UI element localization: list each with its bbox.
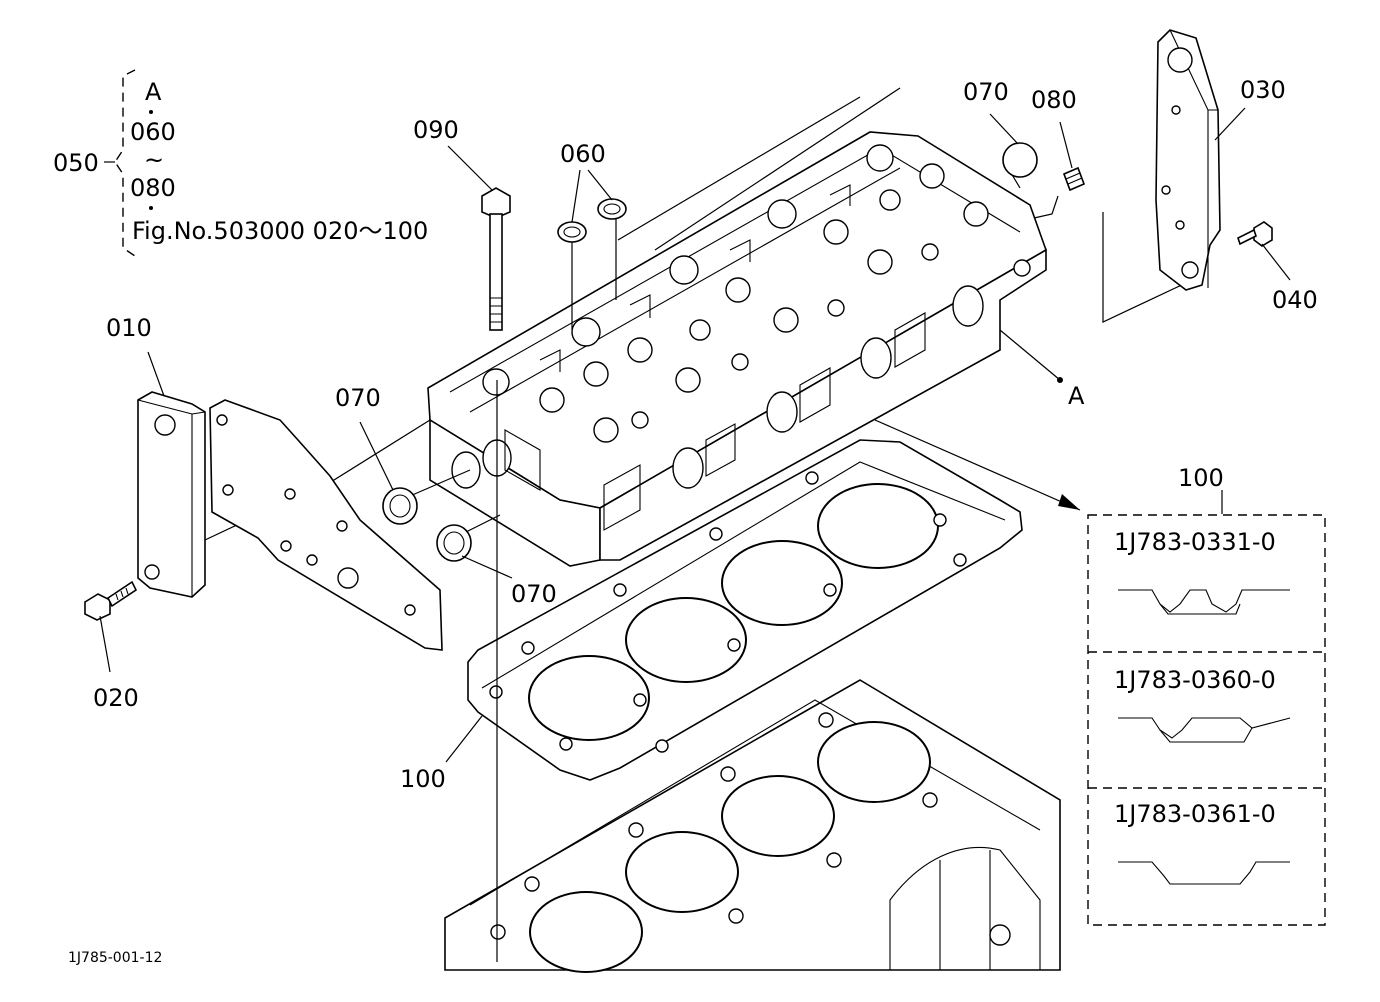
legend-line-060: 060 — [130, 118, 176, 146]
callout-070-bottom[interactable]: 070 — [511, 580, 557, 608]
variant-part-no-2[interactable]: 1J783-0360-0 — [1114, 666, 1276, 694]
leader-lines — [99, 107, 1291, 763]
callout-040[interactable]: 040 — [1272, 286, 1318, 314]
legend-line-080: 080 — [130, 174, 176, 202]
variant-profile-1 — [1118, 589, 1290, 613]
callout-060[interactable]: 060 — [560, 140, 606, 168]
legend-brace: 050 A 060 ~ 080 Fig.No.503000 020～100 — [53, 69, 428, 257]
head-gasket — [467, 439, 1023, 781]
cylinder-block — [444, 679, 1061, 973]
legend-line-a: A — [145, 78, 162, 106]
variant-part-no-1[interactable]: 1J783-0331-0 — [1114, 528, 1276, 556]
callout-090[interactable]: 090 — [413, 116, 459, 144]
gasket-variant-table: 100 1J783-0331-0 1J783-0360-0 1J783-0361… — [1087, 464, 1326, 926]
callout-010[interactable]: 010 — [106, 314, 152, 342]
plugs-070 — [382, 142, 1038, 562]
cylinder-head — [427, 131, 1047, 567]
plate-030 — [1155, 29, 1221, 291]
bolt-020 — [84, 580, 138, 621]
variant-part-no-3[interactable]: 1J783-0361-0 — [1114, 800, 1276, 828]
variant-profile-2 — [1118, 717, 1291, 739]
bolt-090 — [481, 187, 511, 331]
callout-070-top[interactable]: 070 — [963, 78, 1009, 106]
plug-080 — [1062, 166, 1086, 192]
variant-table-label: 100 — [1178, 464, 1224, 492]
plate-010 — [137, 391, 206, 598]
seals-060 — [557, 198, 627, 243]
callout-030[interactable]: 030 — [1240, 76, 1286, 104]
legend-group-label: 050 — [53, 149, 99, 177]
variant-profile-3 — [1118, 861, 1290, 885]
hanger-bracket — [209, 399, 443, 651]
callout-020[interactable]: 020 — [93, 684, 139, 712]
legend-line-tilde: ~ — [144, 146, 164, 174]
callout-100-gasket[interactable]: 100 — [400, 765, 446, 793]
legend-line-figref: Fig.No.503000 020～100 — [132, 217, 428, 245]
bolt-040 — [1237, 221, 1273, 247]
callout-070-left[interactable]: 070 — [335, 384, 381, 412]
figure-code: 1J785-001-12 — [68, 950, 162, 966]
callout-labels: 010 020 030 040 060 070 070 070 080 090 … — [93, 76, 1318, 793]
callout-point-a[interactable]: A — [1068, 382, 1085, 410]
callout-080[interactable]: 080 — [1031, 86, 1077, 114]
